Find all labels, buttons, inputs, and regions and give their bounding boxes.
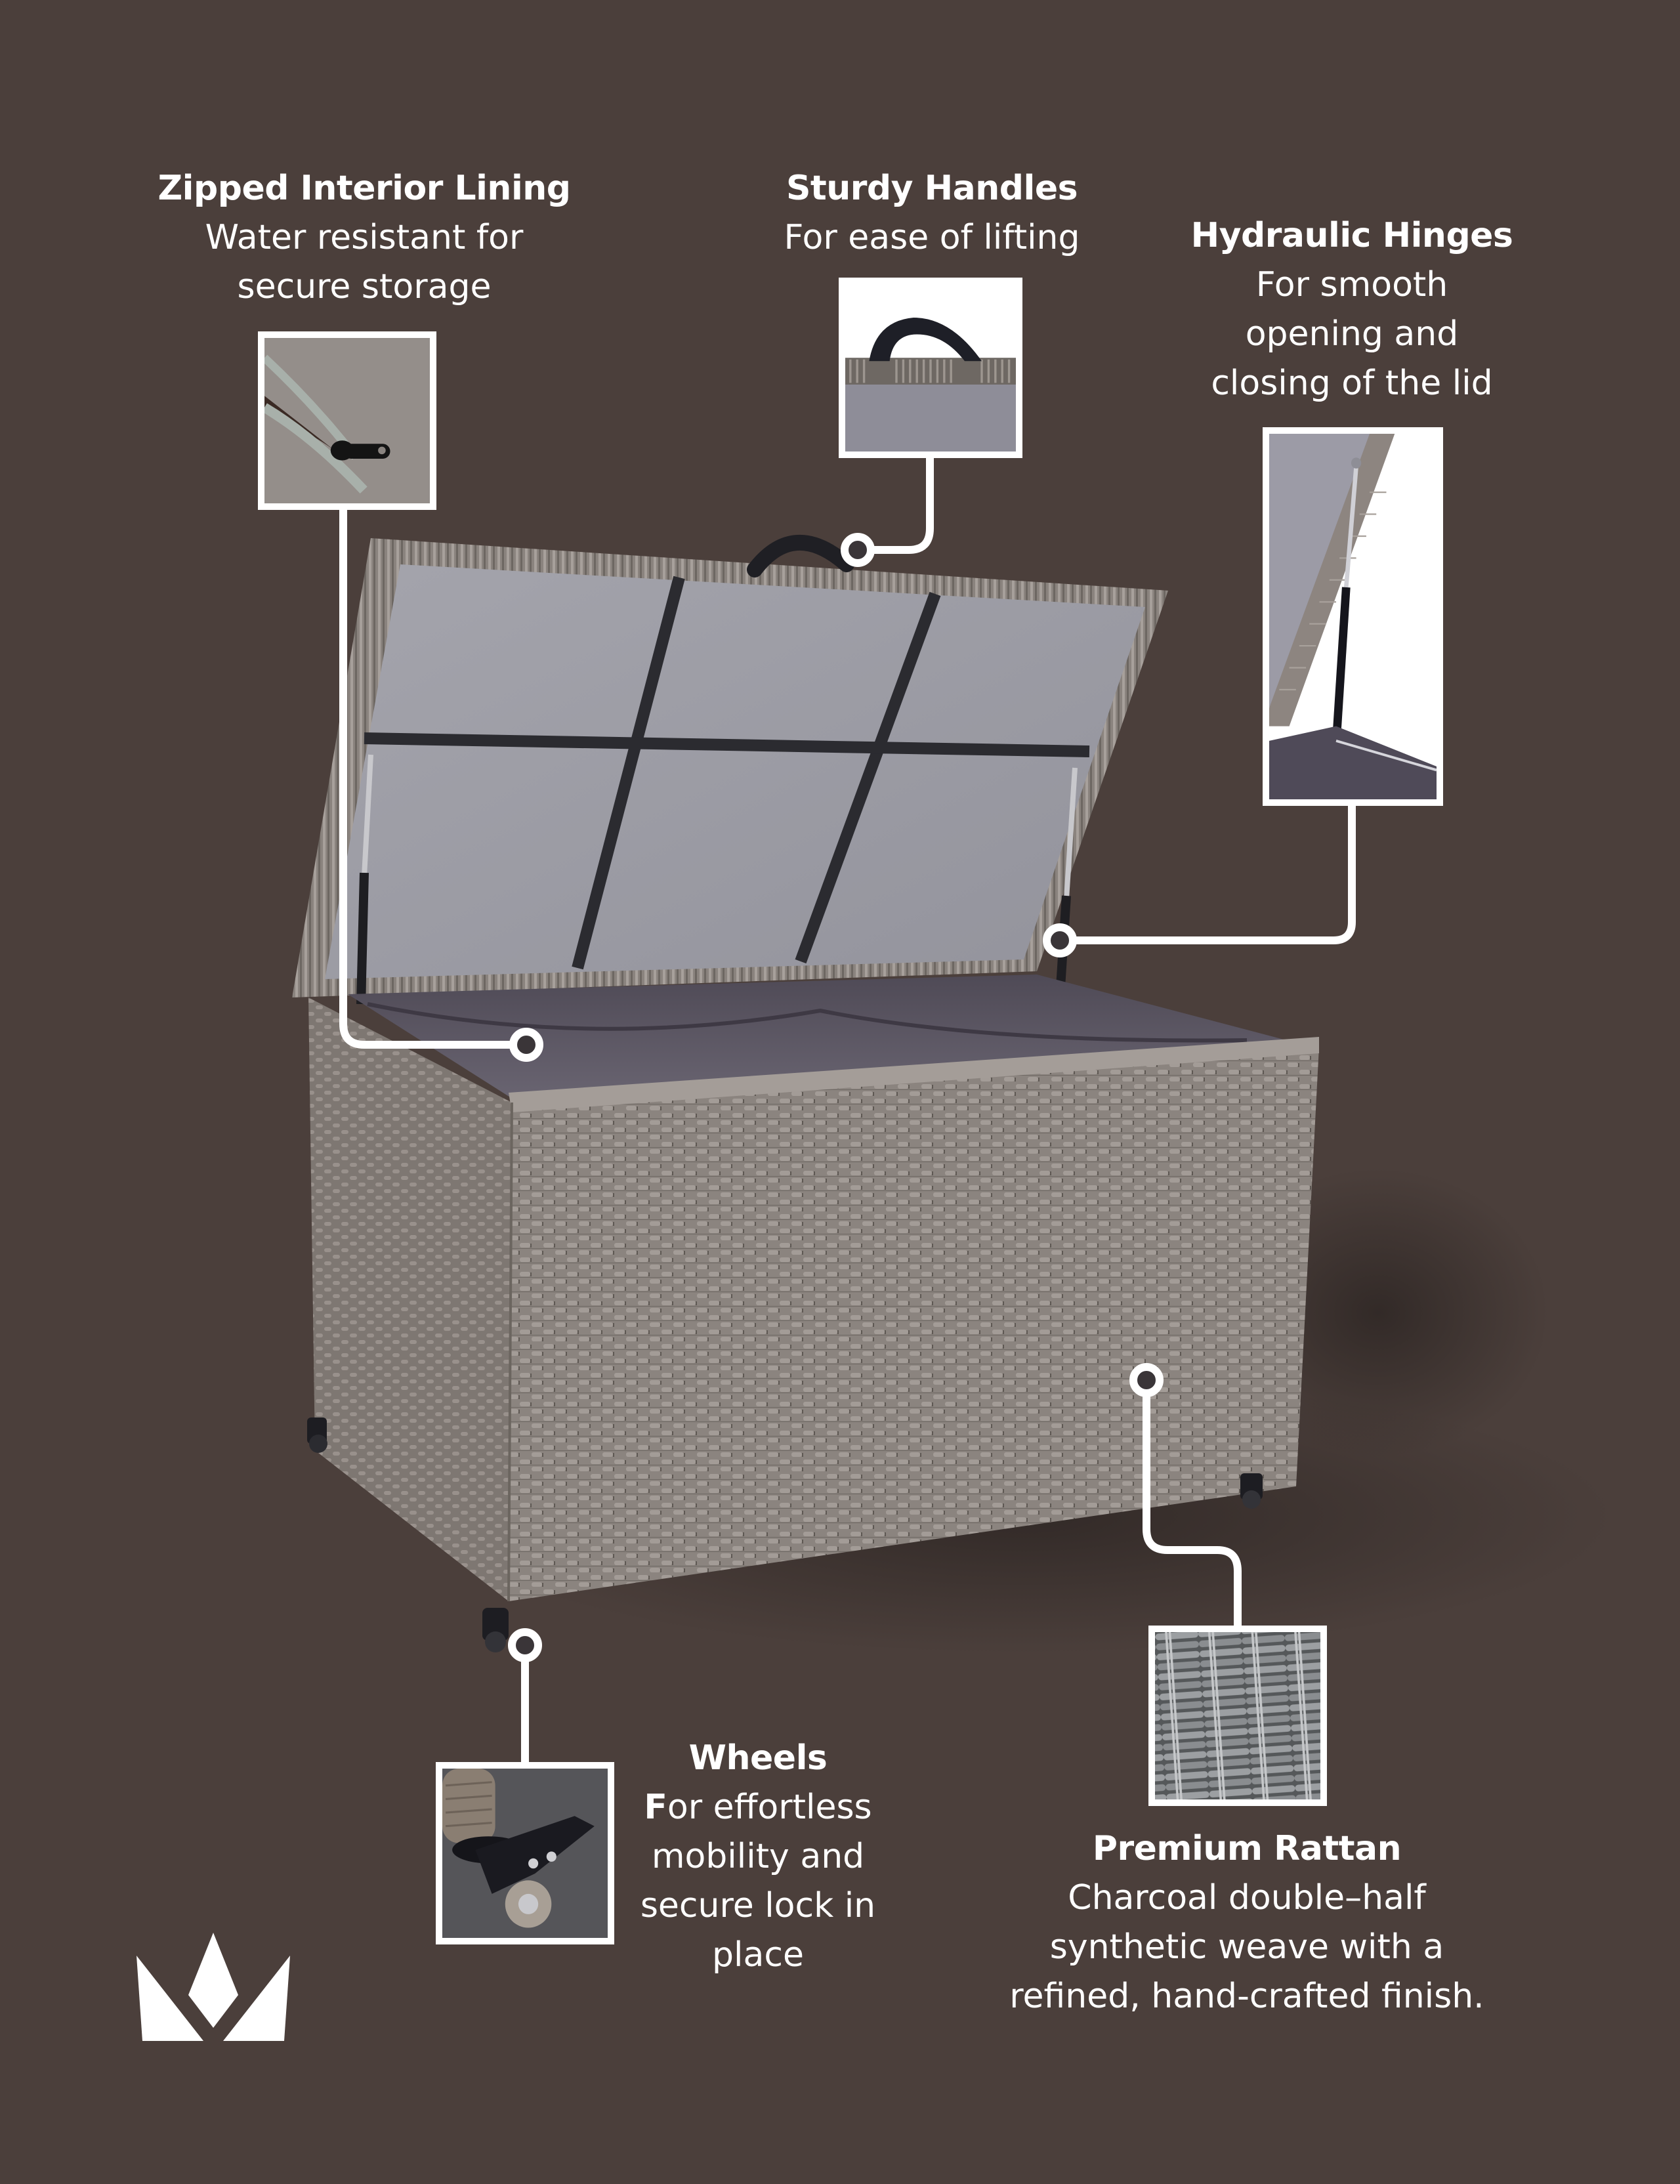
- inset-gas-strut-closeup: [1263, 427, 1443, 806]
- callout-desc-line: closing of the lid: [1211, 364, 1493, 403]
- handle-icon: [845, 284, 1016, 452]
- callout-desc-line: place: [712, 1935, 804, 1975]
- callout-desc-line: secure storage: [237, 267, 492, 306]
- callout-desc-line: Charcoal double–half: [1068, 1878, 1426, 1918]
- callout-wheels: Wheels For effortless mobility and secur…: [617, 1734, 899, 1980]
- connector-rings: [508, 533, 1164, 1662]
- inset-handle-closeup: [839, 278, 1022, 458]
- callout-desc-line: synthetic weave with a: [1049, 1927, 1444, 1967]
- callout-title: Wheels: [688, 1738, 828, 1778]
- callout-title: Zipped Interior Lining: [158, 169, 571, 208]
- lead-letter: F: [644, 1788, 667, 1827]
- hinge-strut-icon: [1269, 434, 1437, 799]
- callout-desc-line: For ease of lifting: [784, 218, 1080, 257]
- callout-desc-line: For smooth: [1255, 265, 1448, 304]
- caster-wheels: [307, 1418, 1263, 1652]
- callout-sturdy-handles: Sturdy Handles For ease of lifting: [742, 164, 1122, 262]
- zipper-icon: [264, 338, 430, 503]
- crown-logo-icon: [136, 1933, 290, 2041]
- inset-zipper-closeup: [258, 331, 436, 510]
- callout-desc-line: secure lock in: [640, 1886, 876, 1925]
- weave-pattern-icon: [1155, 1632, 1320, 1799]
- caster-wheel-icon: [442, 1769, 608, 1938]
- callout-premium-rattan: Premium Rattan Charcoal double–half synt…: [991, 1824, 1503, 2021]
- lid: [292, 535, 1168, 1005]
- callout-desc-line: Water resistant for: [205, 218, 524, 257]
- callout-desc-line: mobility and: [651, 1837, 865, 1876]
- inset-weave-closeup: [1148, 1626, 1327, 1806]
- callout-title: Premium Rattan: [1092, 1829, 1402, 1868]
- callout-hydraulic-hinges: Hydraulic Hinges For smooth opening and …: [1155, 211, 1549, 408]
- callout-desc-line: opening and: [1245, 314, 1459, 354]
- callout-desc-line: refined, hand-crafted finish.: [1009, 1977, 1484, 2016]
- connector-lines: [339, 452, 1356, 1774]
- callout-title: Sturdy Handles: [786, 169, 1078, 208]
- callout-zipped-interior-lining: Zipped Interior Lining Water resistant f…: [151, 164, 578, 312]
- callout-title: Hydraulic Hinges: [1190, 216, 1513, 255]
- callout-desc-line: For effortless: [644, 1788, 872, 1827]
- inset-caster-wheel-closeup: [436, 1762, 614, 1944]
